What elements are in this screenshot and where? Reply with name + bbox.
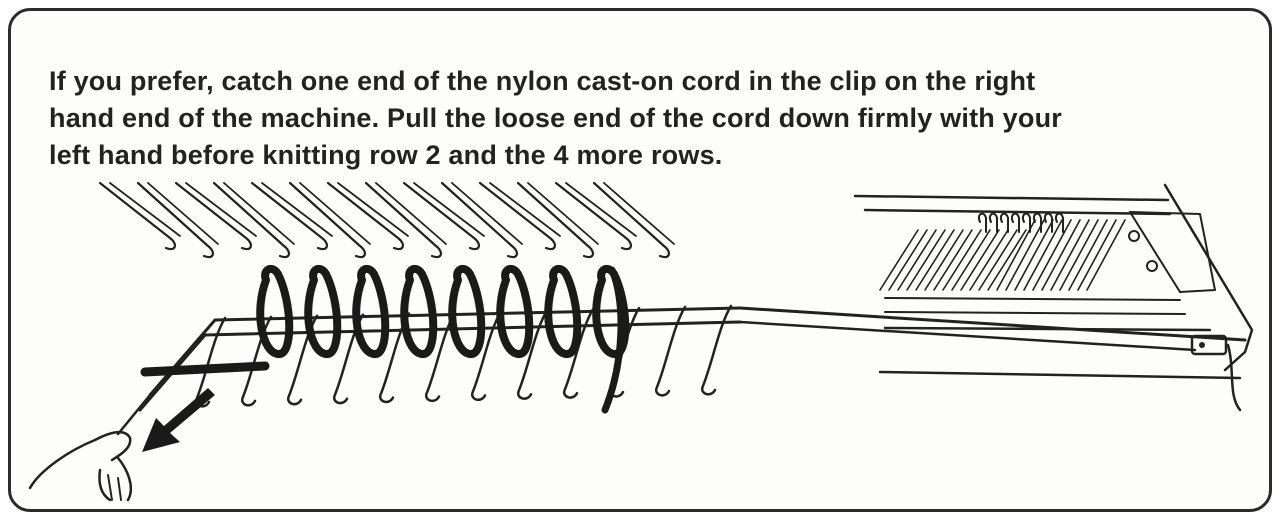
cord-loop xyxy=(544,264,582,358)
comb-tooth xyxy=(240,315,273,407)
bed-needle xyxy=(1059,219,1099,291)
bed-needle xyxy=(987,229,1027,291)
cord-loop xyxy=(256,264,294,358)
pull-direction-arrow xyxy=(142,388,215,452)
needle xyxy=(326,181,404,251)
needle-shaft xyxy=(185,182,257,237)
needle xyxy=(402,181,480,251)
bed-needle xyxy=(1023,219,1063,291)
bed-needle xyxy=(1014,219,1054,291)
needle-shaft xyxy=(375,182,447,245)
bed-needle xyxy=(951,229,991,291)
bed-needle xyxy=(960,229,1000,291)
bed-needle-hook xyxy=(988,212,998,233)
left-hand xyxy=(28,393,152,502)
needle xyxy=(212,181,290,259)
knitting-machine-bed xyxy=(853,183,1254,380)
bed-needle-hook xyxy=(1054,212,1064,233)
needle-shaft xyxy=(223,182,295,245)
needle-shaft xyxy=(337,182,409,237)
bed-needle xyxy=(1077,219,1117,291)
bed-needle-hook xyxy=(1043,212,1053,233)
needle-shaft xyxy=(413,182,485,237)
needle-shaft xyxy=(603,182,675,245)
comb-tooth xyxy=(654,305,687,397)
needle-shaft xyxy=(527,182,599,245)
bed-needle xyxy=(933,229,973,291)
knitting-machine-needles xyxy=(98,181,675,259)
needle xyxy=(516,181,594,259)
bed-needle xyxy=(879,229,919,291)
comb-tooth xyxy=(516,309,549,400)
bed-needle xyxy=(978,229,1018,291)
instruction-line-2: hand end of the machine. Pull the loose … xyxy=(49,103,1062,133)
needle xyxy=(174,181,252,251)
instruction-panel: If you prefer, catch one end of the nylo… xyxy=(8,8,1272,512)
comb-tooth xyxy=(378,312,411,404)
bed-needle-hook xyxy=(1010,212,1020,233)
needle-shaft xyxy=(147,182,219,245)
bed-needle xyxy=(942,229,982,291)
comb-tooth xyxy=(470,310,503,401)
needle-shaft xyxy=(565,182,637,237)
cord-loop xyxy=(352,264,390,358)
instruction-line-1: If you prefer, catch one end of the nylo… xyxy=(49,66,1036,96)
bed-needle xyxy=(1041,219,1081,291)
bed-needle xyxy=(1050,219,1090,291)
bed-needle-hook xyxy=(1032,212,1042,233)
needle xyxy=(592,181,670,259)
bed-needle-hook xyxy=(977,212,987,233)
needle xyxy=(288,181,366,259)
needle xyxy=(98,181,176,251)
comb-tooth xyxy=(700,304,733,396)
bed-needle-hook xyxy=(999,212,1009,233)
bed-needle xyxy=(915,229,955,291)
instruction-text: If you prefer, catch one end of the nylo… xyxy=(49,63,1249,174)
bed-needle xyxy=(897,229,937,291)
cord-loop xyxy=(592,264,630,358)
needle xyxy=(136,181,214,259)
needle-shaft xyxy=(261,182,333,237)
needle xyxy=(554,181,632,251)
bed-needle xyxy=(906,229,946,291)
bed-needle xyxy=(969,229,1009,291)
cord-loop xyxy=(400,264,438,358)
instruction-line-3: left hand before knitting row 2 and the … xyxy=(49,140,723,170)
bed-needle xyxy=(1068,219,1108,291)
bed-needle xyxy=(1005,219,1045,291)
needle xyxy=(364,181,442,259)
bed-needle xyxy=(924,229,964,291)
needle xyxy=(440,181,518,259)
cord-loop xyxy=(448,264,486,358)
needle-shaft xyxy=(451,182,523,245)
nylon-cast-on-cord xyxy=(140,264,630,414)
comb-tooth xyxy=(562,307,595,399)
needle-shaft xyxy=(489,182,561,237)
bed-needle xyxy=(1086,219,1126,291)
comb-tooth xyxy=(424,311,457,403)
bed-needle xyxy=(1032,219,1072,291)
bed-needle-hook xyxy=(1021,212,1031,233)
bed-needle xyxy=(888,229,928,291)
bed-needle xyxy=(996,219,1036,291)
needle xyxy=(250,181,328,251)
needle-shaft xyxy=(299,182,371,245)
cord-loop xyxy=(304,264,342,358)
clip xyxy=(1190,334,1242,412)
needle xyxy=(478,181,556,251)
cord-loop xyxy=(496,264,534,358)
needle-shaft xyxy=(109,182,181,237)
